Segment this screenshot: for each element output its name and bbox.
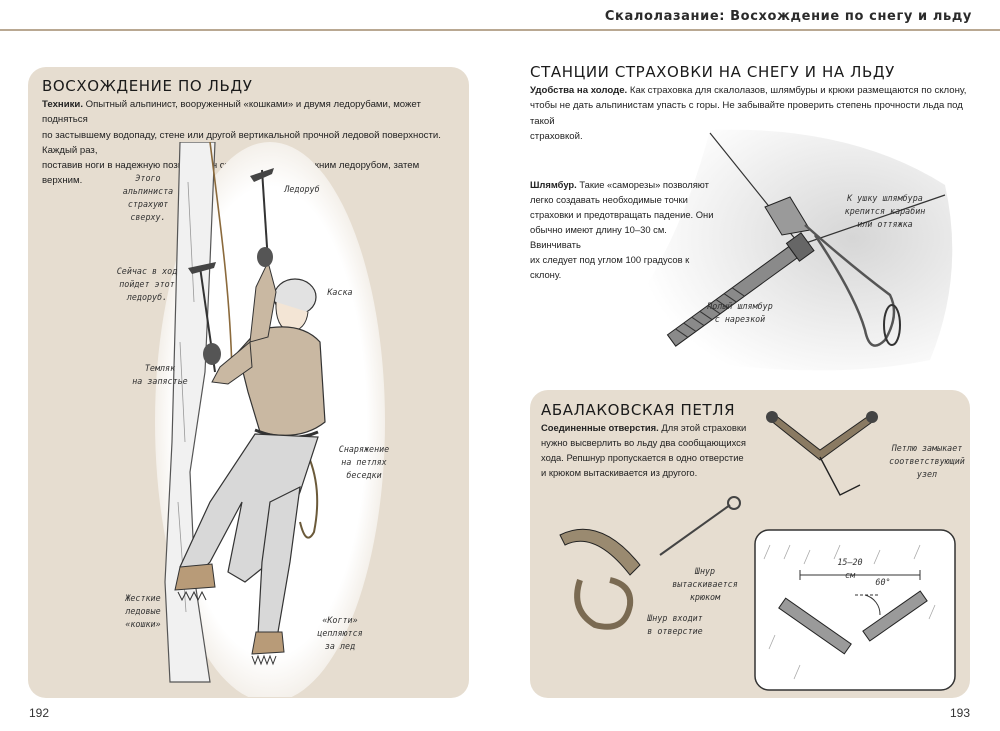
page-number-right: 193 — [949, 706, 970, 720]
annotation-ice-axe: Ледоруб — [284, 184, 320, 194]
text-line: нужно высверлить во льду два сообщающихс… — [541, 437, 746, 448]
text-line: Как страховка для скалолазов, шлямбуры и… — [627, 85, 967, 96]
lead-connected-holes: Соединенные отверстия. — [541, 422, 659, 433]
section-title-abalakov: АБАЛАКОВСКАЯ ПЕТЛЯ — [541, 401, 736, 419]
annotation-angle: 60° — [875, 577, 891, 587]
section-title-belay-stations: СТАНЦИИ СТРАХОВКИ НА СНЕГУ И НА ЛЬДУ — [530, 63, 895, 81]
lead-techniques: Техники. — [42, 99, 83, 110]
annotation-belayed: Этого альпиниста страхуют сверху. — [122, 173, 174, 222]
text-line: чтобы не дать альпинистам упасть с горы.… — [530, 100, 963, 127]
running-header: Скалолазание: Восхождение по снегу и льд… — [604, 9, 972, 24]
text-line: Опытный альпинист, вооруженный «кошками»… — [42, 99, 421, 126]
text-line: страховкой. — [530, 130, 583, 142]
annotation-claws: «Когти» цепляются за лед — [317, 615, 363, 651]
annotation-knot: Петлю замыкает соответствующий узел — [889, 443, 965, 479]
lead-ice-screw: Шлямбур. — [530, 179, 577, 190]
text-line: легко создавать необходимые точки — [530, 194, 688, 205]
text-line: обычно имеют длину 10–30 см. Ввинчивать — [530, 224, 667, 250]
ice-screw-text: Шлямбур. Такие «саморезы» позволяют легк… — [530, 177, 720, 282]
annotation-helmet: Каска — [327, 287, 353, 297]
abalakov-text: Соединенные отверстия. Для этой страховк… — [541, 420, 771, 480]
annotation-hook: Шнур вытаскивается крюком — [672, 566, 738, 602]
annotation-enters: Шнур входит в отверстие — [647, 613, 703, 636]
annotation-distance: 15–20 см — [837, 557, 863, 580]
belay-stations-text: Удобства на холоде. Как страховка для ск… — [530, 83, 970, 144]
annotation-crampons: Жесткие ледовые «кошки» — [125, 593, 161, 629]
ice-climber-illustration — [155, 142, 385, 697]
text-line: их следует под углом 100 градусов к скло… — [530, 254, 690, 280]
page-number-left: 192 — [29, 706, 50, 720]
text-line: и крюком вытаскивается из другого. — [541, 467, 698, 478]
annotation-hollow-screw: Полый шлямбур с нарезкой — [707, 301, 773, 324]
annotation-wrist-leash: Темляк на запястье — [132, 363, 188, 386]
text-line: Такие «саморезы» позволяют — [576, 179, 709, 190]
text-line: Для этой страховки — [658, 422, 747, 433]
text-line: хода. Репшнур пропускается в одно отверс… — [541, 452, 744, 463]
text-line: страховки и предотвращать падение. Они — [530, 209, 714, 220]
annotation-gear-loops: Снаряжение на петлях беседки — [338, 444, 390, 480]
annotation-next-move: Сейчас в ход пойдет этот ледоруб. — [116, 266, 178, 302]
lead-comfort: Удобства на холоде. — [530, 85, 628, 96]
abalakov-illustration — [559, 411, 956, 691]
annotation-screw-eye: К ушку шлямбура крепится карабин или отт… — [844, 193, 926, 229]
section-title-ice-climbing: ВОСХОЖДЕНИЕ ПО ЛЬДУ — [42, 77, 253, 95]
ice-screw-illustration — [620, 129, 953, 371]
text-line: по застывшему водопаду, стене или другой… — [42, 129, 441, 156]
header-rule — [0, 29, 1000, 31]
